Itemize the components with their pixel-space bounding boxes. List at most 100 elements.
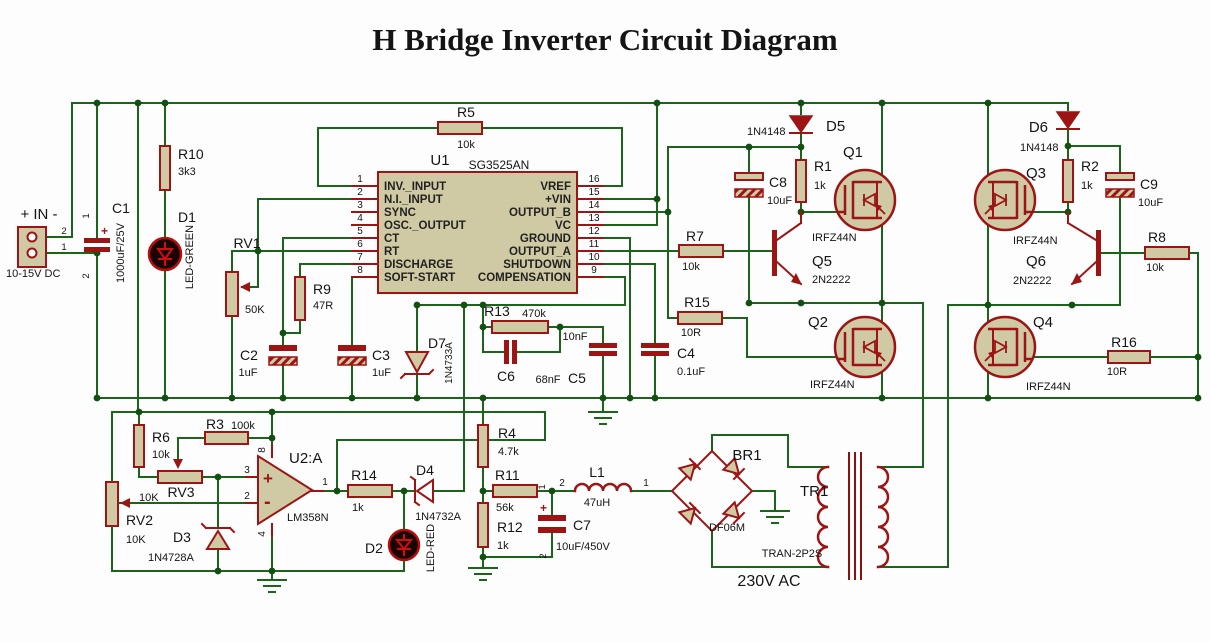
opamp-U2A: + - U2:A LM358N 3 2 1 8 4 bbox=[244, 444, 329, 537]
capacitor-C7: + C7 10uF/450V 1 2 bbox=[537, 484, 610, 558]
Q6-value: 2N2222 bbox=[1013, 275, 1052, 287]
svg-text:11: 11 bbox=[589, 239, 600, 250]
L1-value: 47uH bbox=[584, 497, 610, 509]
D3-value: 1N4728A bbox=[148, 552, 195, 564]
U2A-pin3: 3 bbox=[244, 465, 250, 476]
R15-value: 10R bbox=[681, 327, 701, 339]
BR1-value: DF06M bbox=[709, 522, 745, 534]
ic-U1: U1 SG3525AN INV._INPUT N.I._INPUT SYNC O… bbox=[351, 152, 604, 294]
RV3-value: 10K bbox=[139, 492, 159, 504]
connector-label: + IN - bbox=[20, 206, 57, 223]
U2A-part: LM358N bbox=[287, 512, 329, 524]
C8-ref: C8 bbox=[769, 174, 787, 190]
D4-value: 1N4732A bbox=[415, 511, 462, 523]
TR1-part: TRAN-2P2S bbox=[762, 548, 823, 560]
R14-value: 1k bbox=[352, 502, 364, 514]
C7-polarity: + bbox=[540, 501, 547, 515]
led-D2: D2 LED-RED bbox=[365, 524, 437, 572]
R3-value: 100k bbox=[231, 420, 255, 432]
U1-part: SG3525AN bbox=[469, 158, 530, 172]
R6-value: 10k bbox=[152, 449, 170, 461]
mosfet-Q2: Q2 IRFZ44N bbox=[808, 314, 897, 391]
svg-text:SOFT-START: SOFT-START bbox=[384, 272, 455, 284]
C1-ref: C1 bbox=[112, 200, 130, 216]
C6-value: 68nF bbox=[535, 374, 560, 386]
Q3-ref: Q3 bbox=[1026, 165, 1046, 182]
capacitor-C9: C9 10uF bbox=[1105, 172, 1163, 209]
resistor-R5: R5 10k bbox=[437, 104, 483, 151]
svg-text:5: 5 bbox=[357, 226, 363, 237]
svg-text:6: 6 bbox=[357, 239, 363, 250]
R8-ref: R8 bbox=[1148, 229, 1166, 245]
U2A-minus-sign: - bbox=[264, 491, 271, 513]
R10-value: 3k3 bbox=[178, 166, 196, 178]
zener-D7: D7 1N4733A bbox=[399, 335, 455, 384]
R6-ref: R6 bbox=[152, 429, 170, 445]
D7-value: 1N4733A bbox=[444, 342, 455, 384]
D1-ref: D1 bbox=[178, 209, 196, 225]
R2-value: 1k bbox=[1081, 180, 1093, 192]
svg-text:2: 2 bbox=[357, 187, 363, 198]
capacitor-C4: C4 0.1uF bbox=[641, 343, 705, 378]
Q6-ref: Q6 bbox=[1026, 253, 1046, 270]
capacitor-C6: C6 68nF bbox=[497, 340, 561, 386]
U2A-pin8: 8 bbox=[257, 447, 268, 453]
connector-voltage-label: 10-15V DC bbox=[6, 268, 60, 280]
connector-pin1: 1 bbox=[61, 242, 66, 253]
svg-text:9: 9 bbox=[591, 265, 597, 276]
ground-symbol bbox=[588, 411, 618, 425]
svg-text:INV._INPUT: INV._INPUT bbox=[384, 181, 446, 193]
mosfet-Q4: Q4 IRFZ44N bbox=[973, 314, 1071, 393]
R4-ref: R4 bbox=[498, 425, 516, 441]
svg-text:3: 3 bbox=[357, 200, 363, 211]
D7-ref: D7 bbox=[428, 335, 446, 351]
Q3-value: IRFZ44N bbox=[1013, 235, 1058, 247]
transformer-TR1: TR1 TRAN-2P2S 230V AC bbox=[737, 452, 890, 590]
C4-value: 0.1uF bbox=[677, 366, 705, 378]
L1-pin2: 2 bbox=[559, 478, 565, 489]
R13-value: 470k bbox=[522, 308, 546, 320]
D6-ref: D6 bbox=[1029, 119, 1048, 136]
zener-D4: D4 1N4732A bbox=[409, 462, 462, 523]
transistor-Q5: Q5 2N2222 bbox=[772, 211, 851, 286]
C2-value: 1uF bbox=[239, 367, 258, 379]
R16-value: 10R bbox=[1107, 366, 1127, 378]
resistor-R16: R16 10R bbox=[1107, 334, 1151, 378]
C9-value: 10uF bbox=[1138, 197, 1163, 209]
RV3-ref: RV3 bbox=[168, 484, 195, 500]
svg-text:COMPENSATION: COMPENSATION bbox=[478, 272, 571, 284]
R7-ref: R7 bbox=[686, 228, 704, 244]
svg-text:10: 10 bbox=[588, 252, 600, 263]
RV1-value: 50K bbox=[245, 304, 265, 316]
U2A-pin2: 2 bbox=[244, 491, 250, 502]
TR1-ref: TR1 bbox=[800, 483, 828, 500]
TR1-output-voltage: 230V AC bbox=[737, 573, 800, 590]
svg-text:15: 15 bbox=[588, 187, 600, 198]
svg-text:GROUND: GROUND bbox=[520, 233, 571, 245]
U1-left-pin-names: INV._INPUT N.I._INPUT SYNC OSC._OUTPUT C… bbox=[384, 181, 466, 284]
U2A-plus-sign: + bbox=[263, 469, 273, 488]
svg-text:DISCHARGE: DISCHARGE bbox=[384, 259, 453, 271]
U1-ref: U1 bbox=[430, 152, 449, 169]
R16-ref: R16 bbox=[1111, 334, 1137, 350]
D6-value: 1N4148 bbox=[1020, 142, 1059, 154]
C6-ref: C6 bbox=[497, 368, 515, 384]
Q4-value: IRFZ44N bbox=[1026, 381, 1071, 393]
C7-pin1: 1 bbox=[537, 484, 548, 489]
capacitor-C2: C2 1uF bbox=[239, 345, 298, 379]
resistor-R3: R3 100k bbox=[204, 416, 255, 445]
Q5-value: 2N2222 bbox=[812, 274, 851, 286]
wire-net bbox=[45, 102, 1199, 593]
U1-right-pin-numbers: 16 15 14 13 12 11 10 9 bbox=[588, 174, 600, 276]
junction-dots bbox=[93, 99, 1202, 575]
page-title: H Bridge Inverter Circuit Diagram bbox=[372, 22, 838, 57]
bridge-rectifier-BR1: BR1 DF06M bbox=[670, 447, 762, 534]
svg-text:OUTPUT_A: OUTPUT_A bbox=[509, 246, 571, 258]
C8-value: 10uF bbox=[767, 195, 792, 207]
resistor-R4: R4 4.7k bbox=[477, 424, 519, 468]
C7-pin2: 2 bbox=[538, 553, 549, 558]
C2-ref: C2 bbox=[240, 347, 258, 363]
R1-value: 1k bbox=[814, 180, 826, 192]
U1-right-pin-names: VREF +VIN OUTPUT_B VC GROUND OUTPUT_A SH… bbox=[478, 181, 571, 284]
